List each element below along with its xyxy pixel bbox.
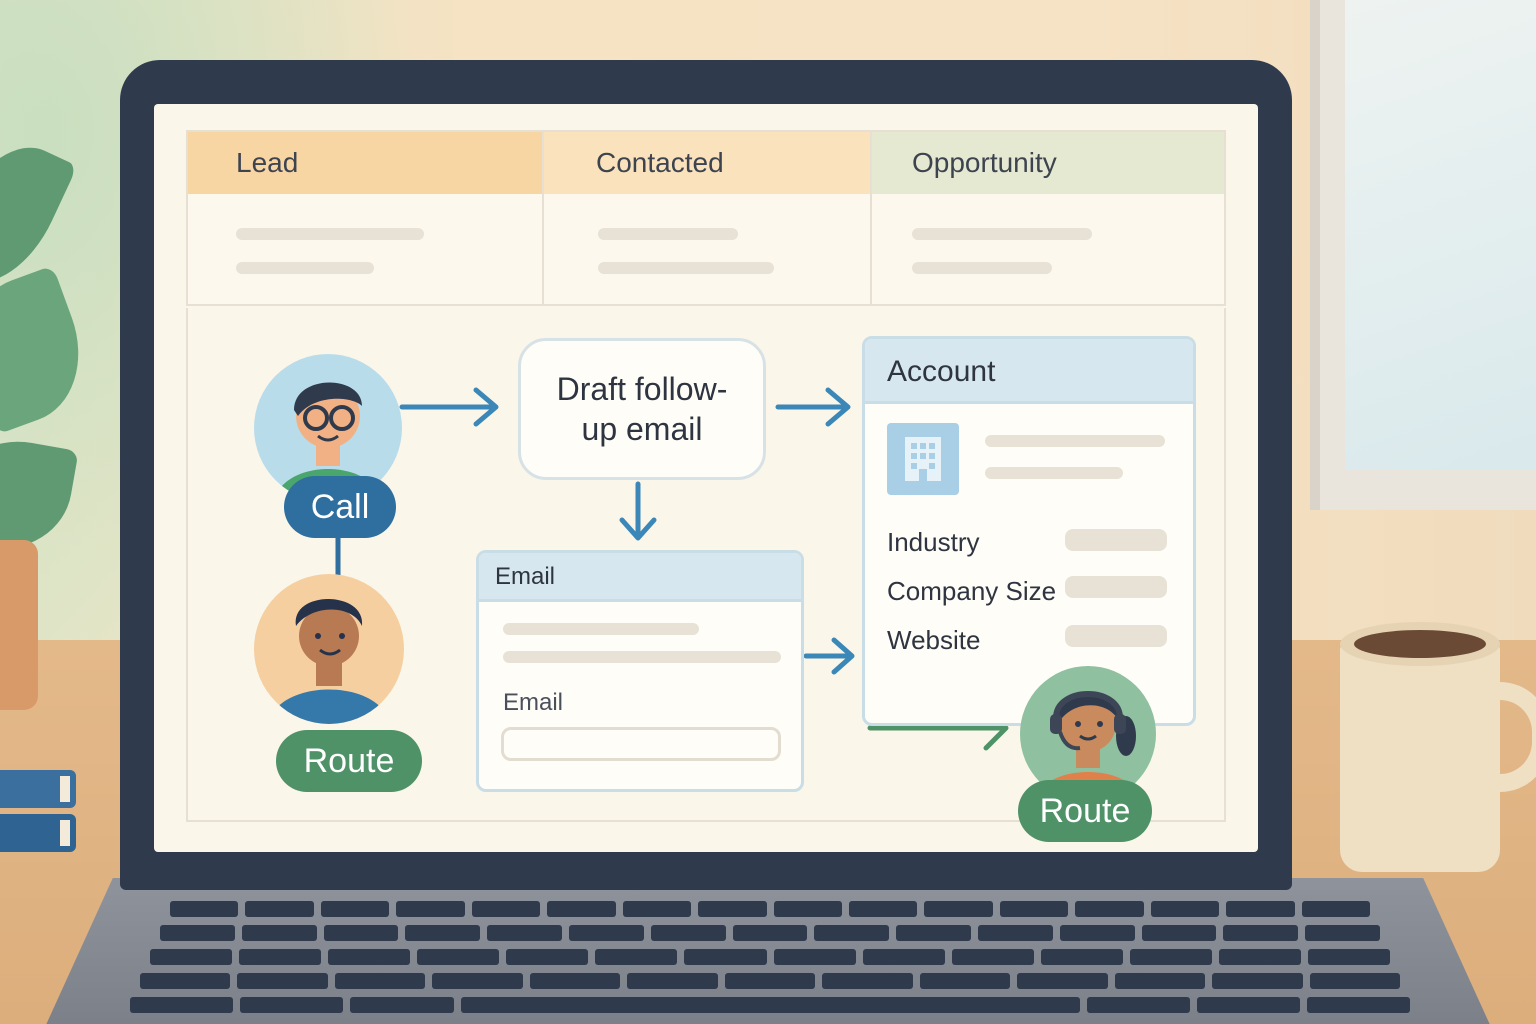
- arrow-right-icon: [803, 637, 855, 675]
- workflow-area: [186, 308, 1226, 822]
- route-badge-right[interactable]: Route: [1018, 780, 1152, 842]
- arrow-right-icon: [775, 387, 851, 427]
- books: [0, 770, 78, 870]
- account-field-website-label: Website: [887, 625, 981, 655]
- account-panel: Account Industry Company Size Website: [862, 336, 1196, 726]
- account-field-website-value: [1065, 625, 1167, 647]
- email-panel-header: Email: [479, 553, 801, 602]
- call-badge[interactable]: Call: [284, 476, 396, 538]
- account-panel-header: Account: [865, 339, 1193, 404]
- account-field-industry-value: [1065, 529, 1167, 551]
- stage-contacted[interactable]: Contacted: [544, 132, 872, 306]
- draft-email-task[interactable]: Draft follow-up email: [518, 338, 766, 480]
- person-avatar[interactable]: [254, 574, 404, 724]
- support-agent-avatar[interactable]: [1020, 666, 1156, 802]
- person-glasses-avatar[interactable]: [254, 354, 402, 502]
- draft-email-task-label: Draft follow-up email: [556, 371, 728, 447]
- email-field-label: Email: [503, 689, 564, 716]
- plant-pot: [0, 540, 38, 710]
- building-icon: [887, 423, 959, 495]
- stage-opportunity[interactable]: Opportunity: [872, 132, 1224, 306]
- route-badge-left[interactable]: Route: [276, 730, 422, 792]
- coffee-mug: [1340, 622, 1536, 872]
- account-field-company-size-label: Company Size: [887, 576, 1057, 606]
- stage-header-contacted: Contacted: [544, 132, 870, 194]
- keyboard: [130, 895, 1411, 1024]
- arrow-right-icon: [399, 387, 499, 427]
- arrow-down-icon: [619, 481, 657, 541]
- workflow-connectors: [335, 387, 1009, 751]
- stage-header-opportunity: Opportunity: [872, 132, 1224, 194]
- email-input[interactable]: [501, 727, 781, 761]
- email-panel: Email Email: [476, 550, 804, 792]
- stage-lead[interactable]: Lead: [188, 132, 544, 306]
- window-pane: [1345, 0, 1536, 470]
- pipeline-board: Lead Contacted Opportunity: [186, 130, 1226, 306]
- screen: Lead Contacted Opportunity: [154, 104, 1258, 852]
- stage-header-lead: Lead: [188, 132, 542, 194]
- account-field-industry-label: Industry: [887, 527, 980, 557]
- account-field-company-size-value: [1065, 576, 1167, 598]
